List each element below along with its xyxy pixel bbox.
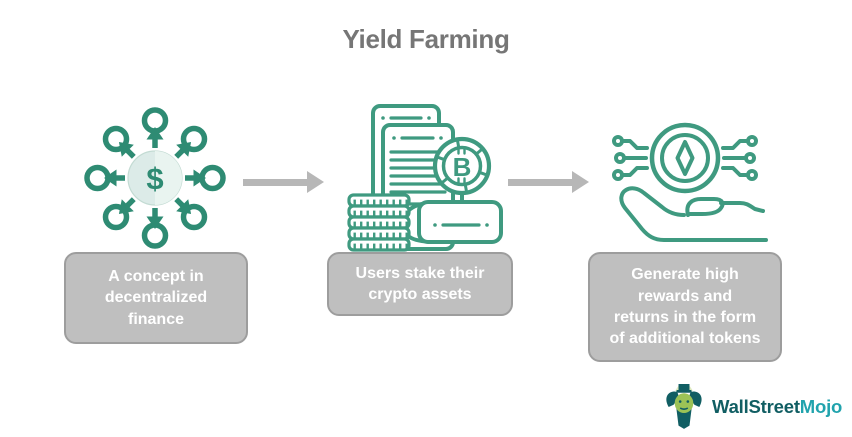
token-coin	[649, 122, 721, 194]
page-title: Yield Farming	[342, 24, 510, 54]
node-rings	[84, 107, 226, 249]
brand-mojo: Mojo	[799, 396, 843, 417]
hand-holding-digital-token-icon	[600, 103, 770, 258]
coin-stack-icon	[347, 193, 411, 252]
brand-wallstreet: WallStreet	[712, 396, 800, 417]
open-hand	[619, 186, 768, 242]
circuit-lines-right	[721, 135, 758, 181]
dollar-symbol: $	[146, 161, 163, 196]
circuit-lines-left	[612, 135, 649, 181]
wallstreetmojo-logo: WallStreetMojo	[662, 384, 842, 430]
flow-arrow-right-1	[243, 171, 324, 193]
documents-bitcoin-coins-card-icon: B	[345, 98, 505, 263]
credit-card-icon	[417, 200, 503, 244]
flow-arrow-right-2	[508, 171, 589, 193]
dollar-distribution-network-icon: $	[80, 103, 230, 258]
bitcoin-chip-icon: B	[432, 136, 492, 196]
wallstreetmojo-bull-icon	[666, 384, 702, 429]
gem-icon	[675, 140, 695, 176]
brand-text: WallStreetMojo	[712, 396, 842, 418]
bitcoin-symbol: B	[453, 152, 472, 182]
